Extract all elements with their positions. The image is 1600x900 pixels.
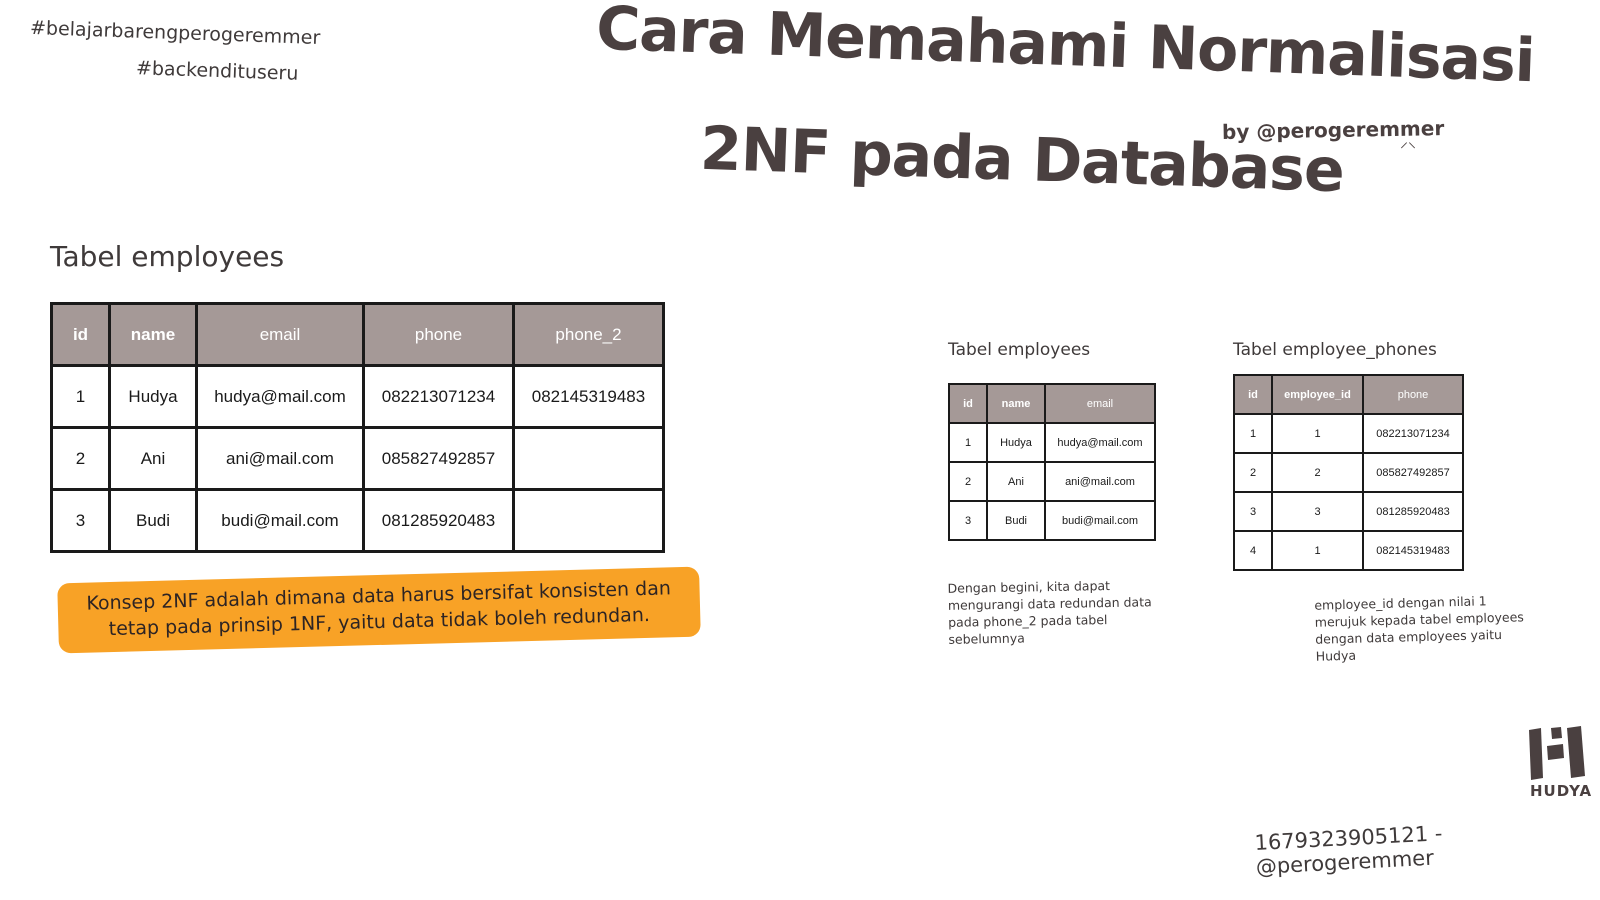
table-cell: 085827492857 bbox=[1362, 452, 1464, 493]
table-row: 2 2 085827492857 bbox=[1233, 452, 1464, 493]
table-cell: 1 bbox=[50, 364, 111, 429]
employees-table-label: Tabel employees bbox=[948, 340, 1091, 360]
table-cell: Budi bbox=[108, 488, 198, 553]
phones-table-label: Tabel employee_phones bbox=[1233, 340, 1437, 360]
table-cell bbox=[512, 426, 665, 491]
table-cell: hudya@mail.com bbox=[195, 364, 365, 429]
column-header: id bbox=[948, 383, 988, 424]
table-cell: 2 bbox=[1233, 452, 1273, 493]
table-cell: budi@mail.com bbox=[1044, 500, 1156, 541]
spark-icon: ⸝⸜ bbox=[1400, 132, 1417, 151]
table-cell: 3 bbox=[1233, 491, 1273, 532]
table-row: 1 Hudya hudya@mail.com bbox=[948, 422, 1156, 463]
table-cell: 1 bbox=[1233, 413, 1273, 454]
table-cell: 1 bbox=[1271, 413, 1364, 454]
table-cell: Hudya bbox=[108, 364, 198, 429]
table-row: 3 Budi budi@mail.com 081285920483 bbox=[50, 488, 665, 553]
column-header: phone bbox=[362, 302, 515, 367]
table-cell: 085827492857 bbox=[362, 426, 515, 491]
table-row: 1 Hudya hudya@mail.com 082213071234 0821… bbox=[50, 364, 665, 429]
table-cell: 2 bbox=[1271, 452, 1364, 493]
employees-table-note: Dengan begini, kita dapat mengurangi dat… bbox=[947, 578, 1152, 647]
logo-wordmark: HUDYA bbox=[1530, 782, 1593, 800]
concept-callout: Konsep 2NF adalah dimana data harus bers… bbox=[57, 566, 701, 654]
table-cell: hudya@mail.com bbox=[1044, 422, 1156, 463]
table-cell: 2 bbox=[50, 426, 111, 491]
table-cell: 4 bbox=[1233, 530, 1273, 571]
main-table-label: Tabel employees bbox=[50, 240, 285, 273]
table-cell: 3 bbox=[1271, 491, 1364, 532]
hudya-logo-icon bbox=[1529, 726, 1585, 780]
table-cell bbox=[512, 488, 665, 553]
phones-table-note: employee_id dengan nilai 1 merujuk kepad… bbox=[1314, 593, 1524, 664]
column-header: email bbox=[1044, 383, 1156, 424]
table-cell: Hudya bbox=[986, 422, 1046, 463]
table-header-row: id name email phone phone_2 bbox=[50, 302, 665, 367]
table-cell: Ani bbox=[108, 426, 198, 491]
table-cell: 3 bbox=[50, 488, 111, 553]
column-header: name bbox=[108, 302, 198, 367]
table-cell: 082213071234 bbox=[1362, 413, 1464, 454]
table-cell: ani@mail.com bbox=[1044, 461, 1156, 502]
main-employees-table: id name email phone phone_2 1 Hudya hudy… bbox=[50, 302, 665, 553]
table-cell: budi@mail.com bbox=[195, 488, 365, 553]
column-header: phone_2 bbox=[512, 302, 665, 367]
page-title-line-1: Cara Memahami Normalisasi bbox=[595, 0, 1536, 97]
table-cell: 082145319483 bbox=[1362, 530, 1464, 571]
table-header-row: id employee_id phone bbox=[1233, 374, 1464, 415]
hashtag-backend: #backendituseru bbox=[135, 57, 299, 85]
hashtag-belajarbareng: #belajarbarengperogeremmer bbox=[29, 16, 321, 50]
employee-phones-table: id employee_id phone 1 1 082213071234 2 … bbox=[1233, 374, 1464, 571]
table-row: 3 3 081285920483 bbox=[1233, 491, 1464, 532]
table-row: 1 1 082213071234 bbox=[1233, 413, 1464, 454]
column-header: name bbox=[986, 383, 1046, 424]
table-cell: ani@mail.com bbox=[195, 426, 365, 491]
table-cell: 3 bbox=[948, 500, 988, 541]
table-row: 3 Budi budi@mail.com bbox=[948, 500, 1156, 541]
table-header-row: id name email bbox=[948, 383, 1156, 424]
table-row: 4 1 082145319483 bbox=[1233, 530, 1464, 571]
column-header: email bbox=[195, 302, 365, 367]
table-cell: 1 bbox=[948, 422, 988, 463]
table-cell: Ani bbox=[986, 461, 1046, 502]
table-cell: 1 bbox=[1271, 530, 1364, 571]
employees-table: id name email 1 Hudya hudya@mail.com 2 A… bbox=[948, 383, 1156, 541]
table-cell: 2 bbox=[948, 461, 988, 502]
footer-credit: 1679323905121 - @perogeremmer bbox=[1253, 821, 1443, 879]
table-row: 2 Ani ani@mail.com 085827492857 bbox=[50, 426, 665, 491]
column-header: employee_id bbox=[1271, 374, 1364, 415]
table-row: 2 Ani ani@mail.com bbox=[948, 461, 1156, 502]
table-cell: 082213071234 bbox=[362, 364, 515, 429]
table-cell: 082145319483 bbox=[512, 364, 665, 429]
table-cell: Budi bbox=[986, 500, 1046, 541]
column-header: id bbox=[50, 302, 111, 367]
column-header: id bbox=[1233, 374, 1273, 415]
table-cell: 081285920483 bbox=[1362, 491, 1464, 532]
table-cell: 081285920483 bbox=[362, 488, 515, 553]
column-header: phone bbox=[1362, 374, 1464, 415]
